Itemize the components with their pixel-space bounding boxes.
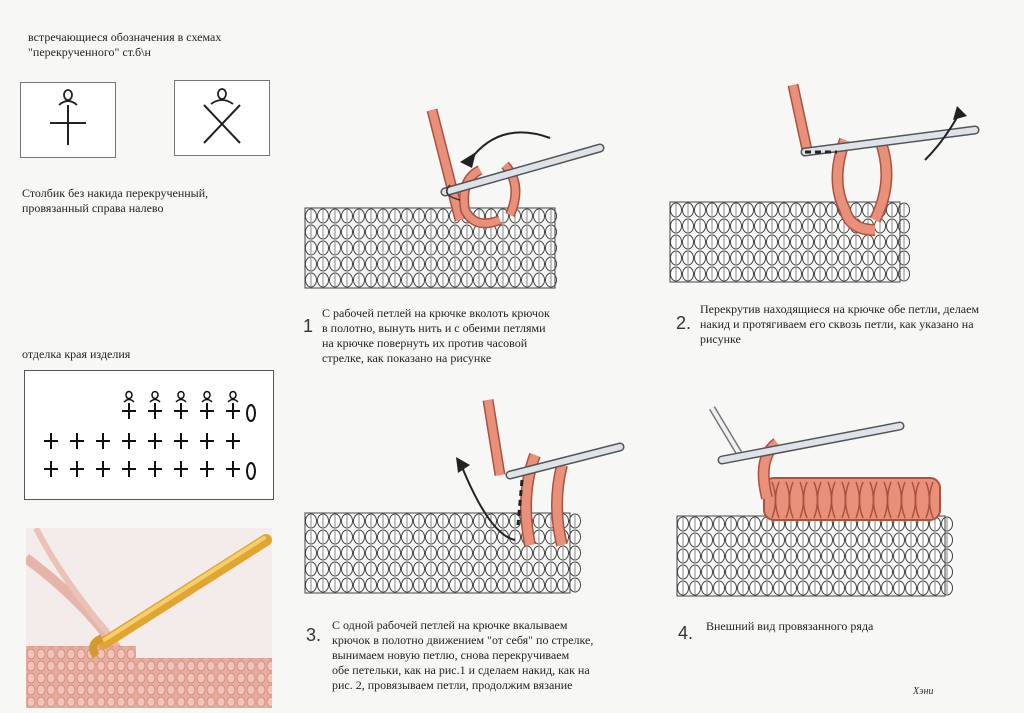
fabric-stitches (304, 512, 581, 594)
chart-plus-symbol (148, 433, 162, 449)
step-3-line-2: крючок в полотно движением "от себя" по … (332, 633, 594, 647)
chart-plus-symbol (44, 461, 58, 477)
step-2-line-1: Перекрутив находящиеся на крючке обе пет… (700, 302, 980, 316)
symbol-box-plus (20, 82, 116, 158)
chart-chain-loop-symbol (246, 462, 256, 480)
chart-plus-symbol (226, 461, 240, 477)
crochet-photo (26, 528, 272, 708)
step-3-illustration (300, 395, 630, 605)
edging-chart-symbols (44, 390, 256, 480)
chart-plus-symbol (96, 433, 110, 449)
step-3-line-1: С одной рабочей петлей на крючке вкалыва… (332, 618, 568, 632)
step-2-line-3: рисунке (700, 332, 741, 346)
step-2-hook-and-yarn (787, 83, 980, 236)
legend-title-line-1: встречающиеся обозначения в схемах (28, 30, 222, 44)
edging-chart (24, 370, 274, 500)
step-3-line-5: рис. 2, провязываем петли, продолжим вяз… (332, 678, 573, 692)
step-2-illustration (665, 80, 995, 290)
symbol-box-cross (174, 80, 270, 156)
step-1-hook-and-yarn (426, 108, 605, 229)
chart-plus-symbol (122, 433, 136, 449)
step-2-caption: Перекрутив находящиеся на крючке обе пет… (700, 302, 1010, 347)
chart-plus-symbol (148, 461, 162, 477)
step-2-line-2: накид и протягиваем его сквозь петли, ка… (700, 317, 974, 331)
chart-plus-symbol (96, 461, 110, 477)
fabric-stitches (676, 515, 953, 597)
twisted-sc-cross-symbol (203, 88, 241, 144)
chart-plus-symbol (174, 390, 188, 419)
step-4-number: 4. (678, 623, 694, 643)
step-4-yarn-row (708, 406, 941, 521)
step-4-illustration (672, 398, 1002, 608)
step-1-caption: С рабочей петлей на крючке вколоть крючо… (322, 306, 612, 366)
step-3-hook-and-yarn (456, 399, 625, 547)
step-1-line-2: в полотно, вынуть нить и с обеими петлям… (322, 321, 546, 335)
step-3-caption: С одной рабочей петлей на крючке вкалыва… (332, 618, 622, 693)
chart-plus-symbol (122, 390, 136, 419)
legend-description-line-2: провязанный справа налево (22, 201, 164, 215)
legend-title: встречающиеся обозначения в схемах "пере… (28, 30, 258, 60)
step-3-number: 3. (306, 625, 322, 645)
chart-plus-symbol (70, 461, 84, 477)
twisted-sc-plus-symbol (50, 89, 86, 145)
step-3-fabric (304, 512, 581, 594)
chart-plus-symbol (200, 461, 214, 477)
signature: Хэни (913, 686, 934, 697)
chart-plus-symbol (70, 433, 84, 449)
step-4-fabric (676, 515, 953, 597)
chart-plus-symbol (200, 390, 214, 419)
legend-description-line-1: Столбик без накида перекрученный, (22, 186, 209, 200)
crochet-photo-drawing (26, 528, 272, 708)
step-4-caption: Внешний вид провязанного ряда (706, 619, 966, 634)
chart-plus-symbol (174, 461, 188, 477)
step-1-fabric (304, 207, 557, 289)
step-2-number: 2. (676, 313, 692, 333)
step-3-line-4: обе петельки, как на рис.1 и сделаем нак… (332, 663, 590, 677)
edging-title: отделка края изделия (22, 347, 131, 361)
step-1-number: 1 (303, 316, 314, 336)
chart-chain-loop-symbol (246, 404, 256, 422)
chart-plus-symbol (122, 461, 136, 477)
chart-plus-symbol (44, 433, 58, 449)
step-1-line-3: на крючке повернуть их против часовой (322, 336, 528, 350)
legend-title-line-2: "перекрученного" ст.б\н (28, 45, 151, 59)
step-1-line-1: С рабочей петлей на крючке вколоть крючо… (322, 306, 550, 320)
chart-plus-symbol (226, 433, 240, 449)
step-1-illustration (300, 100, 630, 300)
chart-plus-symbol (200, 433, 214, 449)
chart-plus-symbol (148, 390, 162, 419)
step-4-line-1: Внешний вид провязанного ряда (706, 619, 874, 633)
chart-plus-symbol (226, 390, 240, 419)
step-3-line-3: вынимаем новую петлю, снова перекручивае… (332, 648, 570, 662)
step-1-line-4: стрелке, как показано на рисунке (322, 351, 492, 365)
legend-description: Столбик без накида перекрученный, провяз… (22, 186, 282, 216)
fabric-stitches (304, 207, 557, 289)
chart-plus-symbol (174, 433, 188, 449)
